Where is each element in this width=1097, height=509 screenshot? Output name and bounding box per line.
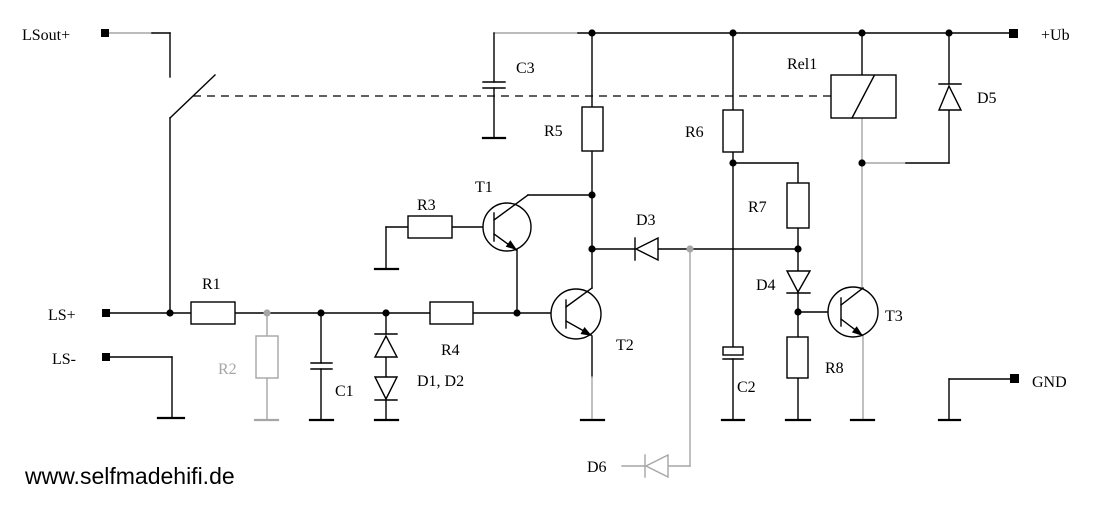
- label-r6: R6: [685, 124, 704, 141]
- capacitor-c1: C1: [310, 362, 354, 400]
- relay-rel1: Rel1: [787, 56, 897, 119]
- label-r1: R1: [202, 276, 221, 293]
- diode-d3: D3: [634, 212, 659, 262]
- terminal-ls-minus: LS-: [52, 351, 110, 368]
- gray-junction-r2: [263, 309, 271, 317]
- resistor-r6: R6: [685, 109, 744, 153]
- label-r2: R2: [218, 361, 237, 378]
- label-r8: R8: [825, 360, 844, 377]
- label-d4: D4: [756, 277, 776, 294]
- terminal-ls-plus: LS+: [48, 307, 110, 324]
- label-t3: T3: [885, 308, 903, 325]
- label-ls-plus: LS+: [48, 307, 76, 324]
- junction-dots: [166, 29, 953, 317]
- label-gnd: GND: [1032, 374, 1067, 391]
- website-watermark: www.selfmadehifi.de: [24, 463, 235, 489]
- diode-d5: D5: [937, 83, 997, 111]
- gray-alternate-wires: [253, 248, 691, 467]
- label-rel1: Rel1: [787, 56, 817, 73]
- terminal-ub: +Ub: [1009, 27, 1070, 44]
- label-ls-minus: LS-: [52, 351, 76, 368]
- label-c3: C3: [516, 60, 535, 77]
- diode-d1-d2: D1, D2: [373, 333, 464, 401]
- gray-junction-d6: [686, 245, 694, 253]
- label-lsout-plus: LSout+: [22, 27, 70, 44]
- switch-blade: [169, 74, 216, 119]
- resistor-r2: R2: [218, 335, 279, 379]
- transistor-t2: T2: [550, 287, 634, 354]
- label-d6: D6: [587, 459, 607, 476]
- label-c1: C1: [335, 383, 354, 400]
- label-d5: D5: [977, 90, 997, 107]
- label-r3: R3: [417, 197, 436, 214]
- label-r7: R7: [748, 199, 767, 216]
- terminal-lsout-plus: LSout+: [22, 27, 109, 44]
- label-d3: D3: [636, 212, 656, 229]
- resistor-r1: R1: [190, 276, 236, 325]
- label-r4: R4: [441, 342, 460, 359]
- transistor-t1: T1: [475, 179, 532, 252]
- resistor-r3: R3: [407, 197, 453, 239]
- terminal-gnd: GND: [1010, 374, 1067, 391]
- label-ub: +Ub: [1041, 27, 1070, 44]
- label-t1: T1: [475, 179, 493, 196]
- diode-d4: D4: [756, 270, 812, 294]
- label-c2: C2: [737, 379, 756, 396]
- transistor-t3: T3: [827, 286, 903, 338]
- resistor-r7: R7: [748, 182, 810, 229]
- capacitor-c2: C2: [722, 346, 756, 396]
- diode-d6: D6: [587, 453, 669, 479]
- resistor-r5: R5: [544, 106, 604, 152]
- label-t2: T2: [616, 337, 634, 354]
- relay-switch-contact: [169, 74, 216, 119]
- label-d1-d2: D1, D2: [417, 373, 464, 390]
- label-r5: R5: [544, 123, 563, 140]
- capacitor-c3: C3: [481, 60, 535, 140]
- resistor-r4: R4: [429, 301, 474, 359]
- resistor-r8: R8: [786, 336, 844, 379]
